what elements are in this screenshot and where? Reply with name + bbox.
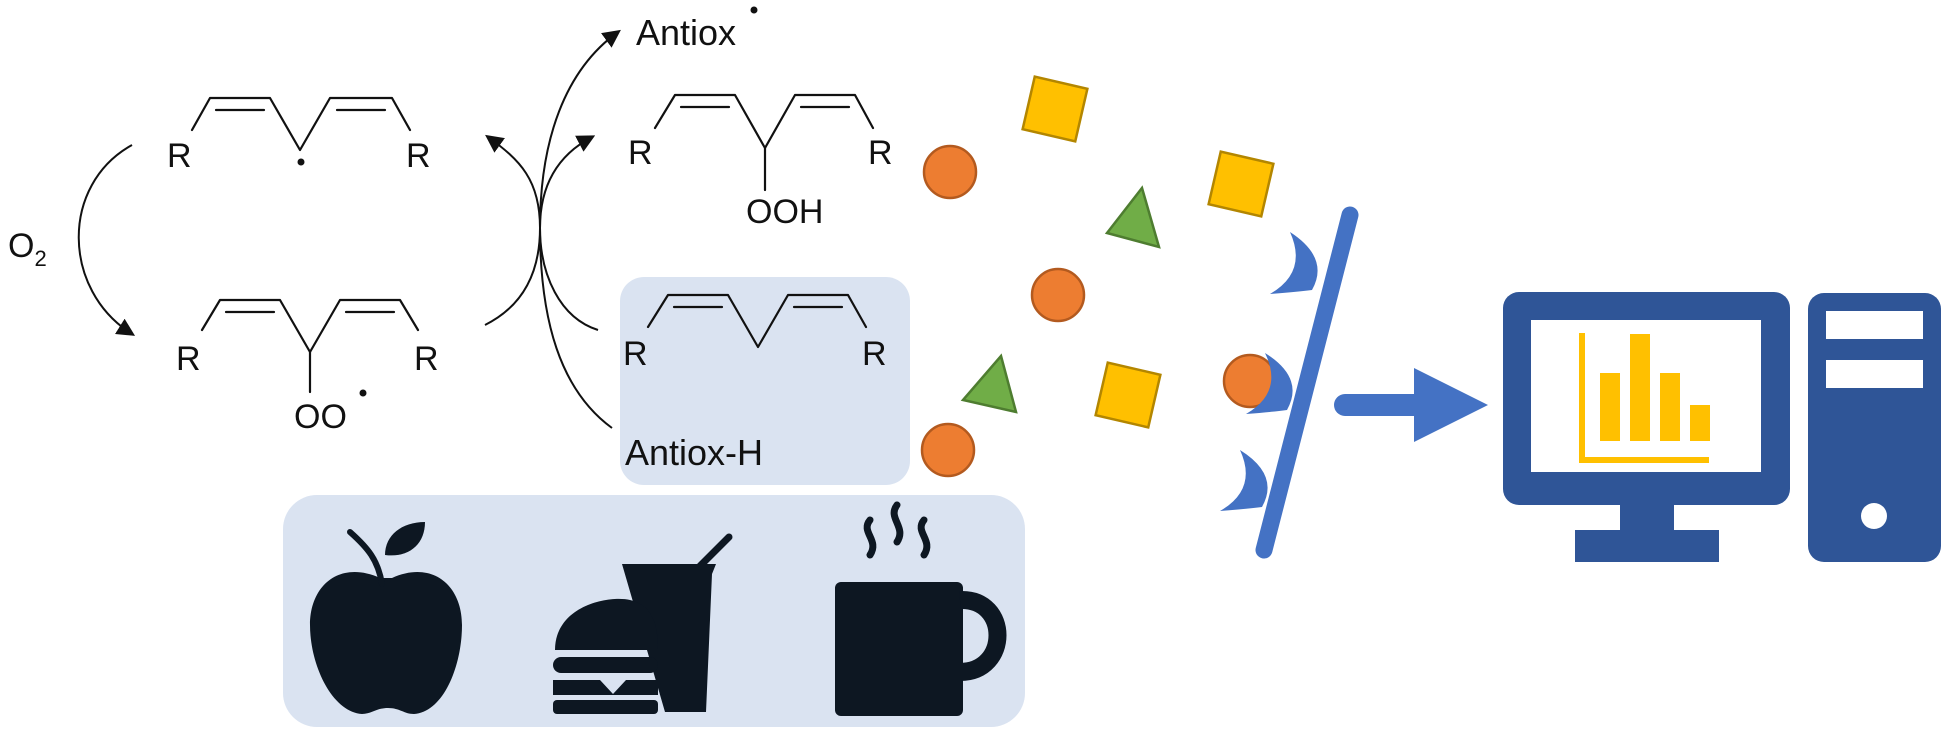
antiox-h-label: Antiox-H [625,432,763,473]
ooh-label: OOH [746,193,823,231]
analyte-circle [920,422,976,478]
peroxyl-radical-molecule: R R OO [176,298,439,436]
bar-chart-icon [1579,333,1710,463]
apple-icon [310,522,462,714]
r-label: R [406,137,431,175]
hydroperoxide-molecule: R R OOH [628,93,893,231]
burger-drink-icon [553,533,733,714]
r-label: R [862,335,887,373]
analyte-triangle [960,353,1018,414]
lipid-radical-molecule: R R [167,96,431,175]
r-label: R [628,134,653,172]
antiox-radical-label: Antiox [636,12,736,53]
coffee-mug-icon [835,501,1007,716]
monitor-icon [1503,292,1790,562]
radical-dot [750,6,758,14]
receptor-cup [1220,450,1268,511]
analyte-square [1094,361,1162,429]
analyte-triangle [1104,185,1161,249]
signal-arrow [1334,368,1488,442]
o2-label: O2 [8,227,47,271]
receptor-cup [1270,232,1318,294]
r-label: R [176,340,201,378]
reaction-arrows [484,29,621,429]
r-label: R [167,137,192,175]
oo-label: OO [294,398,347,436]
r-label: R [623,335,648,373]
radical-dot [297,158,305,166]
analyte-circle [922,144,978,200]
receptor-cup [1246,353,1293,414]
analyte-molecules [920,75,1278,478]
oxygen-addition-arrow [77,144,136,336]
r-label: R [414,340,439,378]
analyte-square [1021,75,1089,143]
analyte-square [1207,150,1275,218]
radical-dot [359,389,367,397]
lipid-panel [620,277,910,485]
detector-membrane [1220,206,1359,559]
computer-tower-icon [1808,293,1941,562]
analyte-circle [1030,267,1086,323]
lipid-molecule: R R [623,293,887,373]
r-label: R [868,134,893,172]
